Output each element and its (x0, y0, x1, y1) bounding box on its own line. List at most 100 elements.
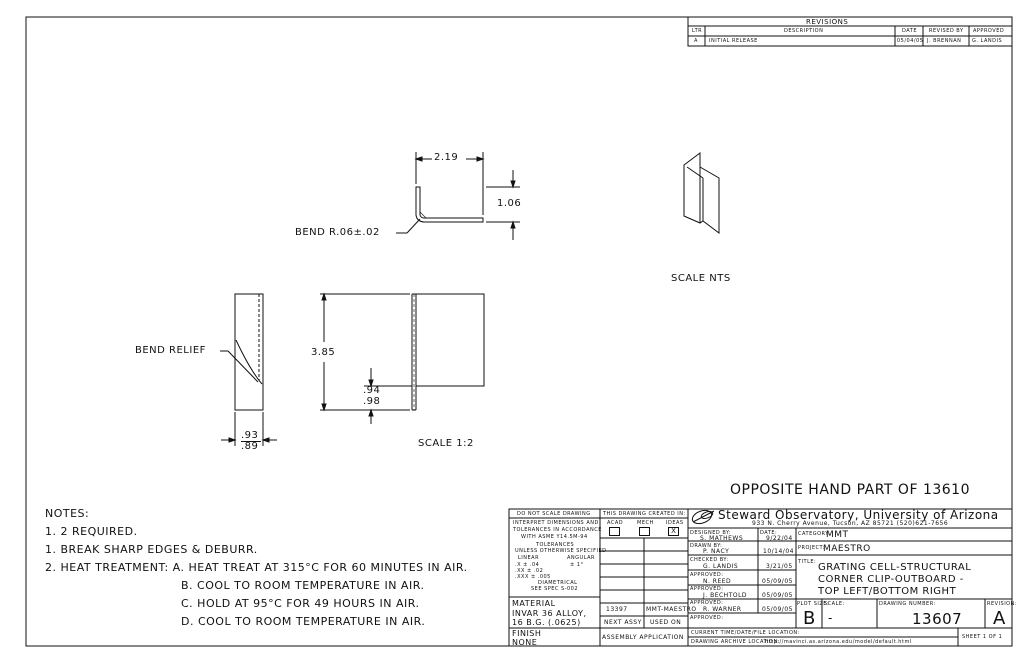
rev-row-description: INITIAL RELEASE (709, 38, 758, 44)
cad-acad-checkbox (609, 527, 620, 536)
approved-2: J. BECHTOLD (703, 592, 748, 599)
category-label: CATEGORY: (798, 531, 831, 537)
side-view (234, 293, 264, 411)
title-line-1: GRATING CELL-STRUCTURAL (818, 562, 972, 573)
approved-1-date: 05/09/05 (762, 578, 793, 585)
tolerances-title: TOLERANCES (536, 542, 575, 548)
sheet-number: SHEET 1 OF 1 (962, 634, 1003, 640)
note-line-5: C. HOLD AT 95°C FOR 49 HOURS IN AIR. (181, 597, 420, 610)
notes-title: NOTES: (45, 507, 90, 520)
scale-label: SCALE: (824, 601, 845, 607)
title-line-3: TOP LEFT/BOTTOM RIGHT (818, 586, 957, 597)
scale-nts-label: SCALE NTS (671, 273, 731, 284)
bend-relief-label: BEND RELIEF (135, 345, 206, 356)
drawn-by-label: DRAWN BY: (690, 543, 723, 549)
designed-by: S. MATHEWS (700, 535, 744, 542)
material-line-2: 16 B.G. (.0625) (512, 618, 581, 627)
note-line-4: B. COOL TO ROOM TEMPERATURE IN AIR. (181, 579, 425, 592)
drawn-by: P. NACY (703, 548, 730, 555)
approved-1-label: APPROVED: (690, 572, 724, 578)
rev-header-ltr: LTR (692, 28, 703, 34)
title-block (508, 508, 1013, 647)
tolerance-xx: .XX ± .02 (515, 568, 544, 574)
cad-acad-label: ACAD (607, 520, 624, 526)
rev-row-date: 05/04/05 (897, 38, 924, 44)
plot-size-label: PLOT SIZE: (797, 601, 830, 607)
note-line-1: 1. 2 REQUIRED. (45, 525, 138, 538)
checked-by: G. LANDIS (703, 563, 739, 570)
dim-0-94: .94 (363, 385, 381, 396)
note-line-3: 2. HEAT TREATMENT: A. HEAT TREAT AT 315°… (45, 561, 468, 574)
observatory-logo (691, 509, 715, 525)
used-on-value: MMT-MAESTRO (646, 606, 697, 613)
finish-label: FINISH (512, 629, 542, 638)
category-value: MMT (826, 530, 849, 540)
approved-4-label: APPROVED: (690, 615, 724, 621)
tolerance-diametral: DIAMETRICAL (538, 580, 578, 586)
project-label: PROJECT: (798, 545, 825, 551)
plot-size-value: B (803, 608, 816, 629)
used-on-label: USED ON (650, 619, 682, 626)
revisions-title: REVISIONS (806, 18, 849, 26)
approved-1: N. REED (703, 578, 732, 585)
revision-value: A (993, 608, 1006, 629)
cad-ideas-label: IDEAS (666, 520, 684, 526)
current-time-label: CURRENT TIME/DATE/FILE LOCATION: (691, 630, 800, 636)
dim-bend-radius: BEND R.06±.02 (295, 227, 380, 238)
rev-row-revised-by: J. BRENNAN (927, 38, 962, 44)
dim-height-3-85: 3.85 (311, 347, 336, 358)
title-label: TITLE: (798, 559, 817, 565)
tolerance-xxx: .XXX ± .005 (515, 574, 551, 580)
tolerance-x: .X ± .04 (515, 562, 540, 568)
dim-height-1-06: 1.06 (497, 198, 522, 209)
organisation-name: Steward Observatory, University of Arizo… (718, 508, 999, 522)
tolerance-angular-value: ± 1° (570, 562, 584, 568)
dim-0-93: .93 (241, 430, 259, 441)
tolerances-angular: ANGULAR (567, 555, 595, 561)
drawing-number: 13607 (912, 610, 963, 628)
created-in-label: THIS DRAWING CREATED IN: (603, 511, 686, 517)
material-label: MATERIAL (512, 599, 556, 608)
cad-mech-label: MECH (637, 520, 654, 526)
revisions-table (687, 16, 1013, 47)
rev-row-ltr: A (694, 38, 698, 44)
rev-header-approved: APPROVED (973, 28, 1005, 34)
opposite-hand-note: OPPOSITE HAND PART OF 13610 (730, 482, 970, 498)
cad-ideas-checkbox: X (668, 527, 679, 536)
finish-value: NONE (512, 638, 538, 647)
tolerance-spec: SEE SPEC S-002 (531, 586, 579, 592)
interpret-line-3: WITH ASME Y14.5M-94 (521, 534, 588, 540)
tolerances-unless: UNLESS OTHERWISE SPECIFIED (515, 548, 607, 554)
approved-3: R. WARNER (703, 606, 742, 613)
material-line-1: INVAR 36 ALLOY, (512, 609, 587, 618)
drawing-number-label: DRAWING NUMBER: (879, 601, 936, 607)
revision-label: REVISION: (987, 601, 1018, 607)
top-view-angle (415, 186, 484, 223)
checked-by-label: CHECKED BY: (690, 557, 729, 563)
organisation-address: 933 N. Cherry Avenue, Tucson, AZ 85721 (… (752, 520, 949, 527)
title-line-2: CORNER CLIP-OUTBOARD - (818, 574, 964, 585)
dim-0-89: .89 (241, 441, 259, 452)
approved-3-label: APPROVED: (690, 600, 724, 606)
rev-row-approved: G. LANDIS (972, 38, 1003, 44)
drawn-date: 10/14/04 (763, 548, 794, 555)
front-view (411, 293, 485, 411)
rev-header-revised-by: REVISED BY (929, 28, 964, 34)
note-line-6: D. COOL TO ROOM TEMPERATURE IN AIR. (181, 615, 426, 628)
archive-label: DRAWING ARCHIVE LOCATION: (691, 639, 780, 645)
approved-3-date: 05/09/05 (762, 606, 793, 613)
rev-header-description: DESCRIPTION (784, 28, 824, 34)
next-assy-label: NEXT ASSY (604, 619, 642, 626)
scale-half-label: SCALE 1:2 (418, 438, 474, 449)
checked-date: 3/21/05 (766, 563, 793, 570)
isometric-view (683, 152, 720, 234)
designed-date: 9/22/04 (766, 535, 793, 542)
archive-path: http://mavinci.as.arizona.edu/model/defa… (765, 639, 912, 645)
do-not-scale: DO NOT SCALE DRAWING (517, 511, 591, 517)
dim-0-98: .98 (363, 396, 381, 407)
note-line-2: 1. BREAK SHARP EDGES & DEBURR. (45, 543, 258, 556)
approved-2-label: APPROVED: (690, 586, 724, 592)
date-label: DATE: (760, 530, 778, 536)
designed-by-label: DESIGNED BY: (690, 530, 732, 536)
